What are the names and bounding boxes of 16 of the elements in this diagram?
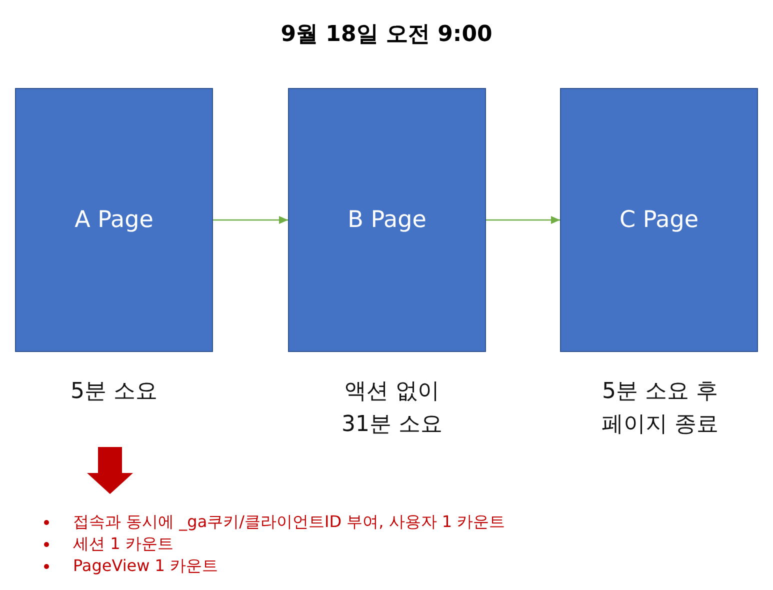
duration-note: 액션 없이 31분 소요 xyxy=(340,378,444,439)
page-label: A Page xyxy=(74,206,154,235)
block-arrow xyxy=(87,447,133,494)
title: 9월 18일 오전 9:00 xyxy=(280,22,492,47)
arrow xyxy=(213,216,288,224)
page-box xyxy=(288,88,486,352)
duration-note: 5분 소요 후 페이지 종료 xyxy=(600,378,720,439)
page-label: C Page xyxy=(619,206,699,235)
arrow xyxy=(486,216,560,224)
bullet-item: 접속과 동시에 _ga쿠키/클라이언트ID 부여, 사용자 1 카운트 xyxy=(30,511,506,533)
page-label: B Page xyxy=(348,206,426,235)
bullet-item: 세션 1 카운트 xyxy=(30,533,174,555)
page-box xyxy=(15,88,213,352)
bullet-item: PageView 1 카운트 xyxy=(30,555,218,577)
page-box xyxy=(560,88,758,352)
duration-note: 5분 소요 xyxy=(70,378,158,406)
